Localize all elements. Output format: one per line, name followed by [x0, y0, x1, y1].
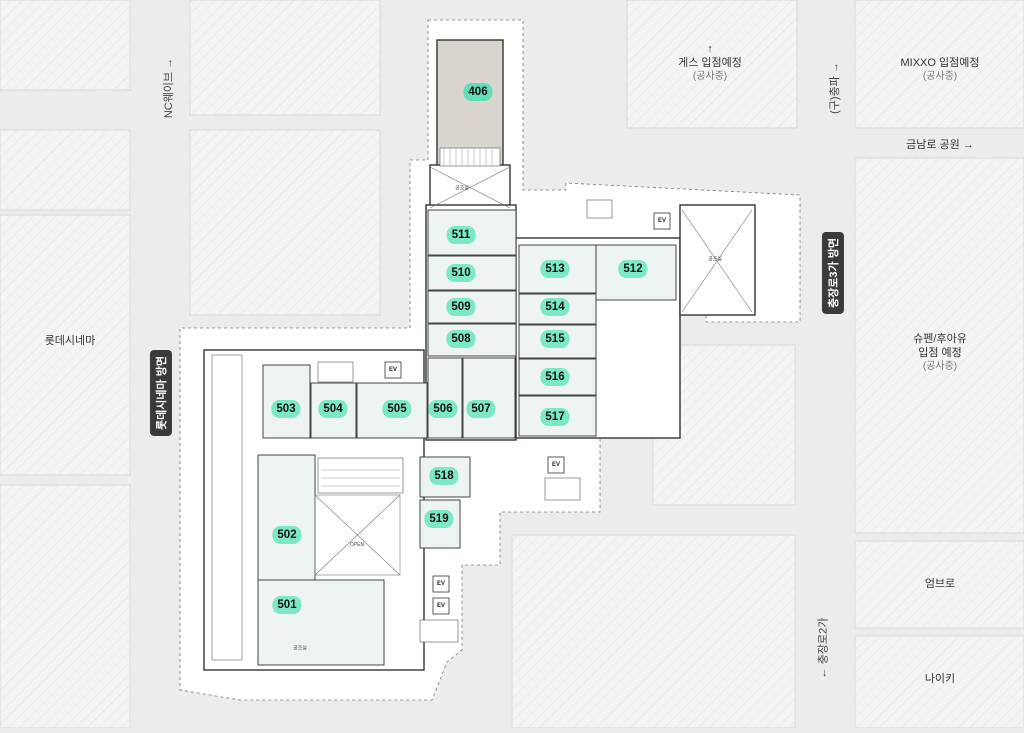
unit-513[interactable]: 513	[540, 260, 570, 278]
unit-514[interactable]: 514	[540, 298, 570, 316]
unit-511[interactable]: 511	[446, 226, 476, 244]
block-spen	[854, 157, 1024, 534]
unit-502[interactable]: 502	[272, 526, 302, 544]
elevators	[384, 212, 671, 615]
stairs	[317, 147, 613, 643]
ev-5: EV	[436, 603, 446, 609]
block-bottom-center	[511, 534, 796, 729]
arrow-up-icon: ↑	[707, 43, 713, 55]
block-left-2	[0, 129, 131, 211]
stair-lines	[322, 148, 493, 487]
label-nike: 나이키	[924, 673, 956, 685]
void-crosses	[314, 166, 753, 576]
unit-406-area	[436, 39, 504, 168]
block-topleft	[0, 0, 131, 91]
ev-2: EV	[657, 218, 667, 224]
ev-3: EV	[551, 462, 561, 468]
unit-508[interactable]: 508	[446, 330, 476, 348]
unit-503[interactable]: 503	[271, 400, 301, 418]
unit-406[interactable]: 406	[463, 83, 493, 101]
label-old-chungpa: (구)충파 →	[828, 62, 841, 114]
unit-517[interactable]: 517	[540, 408, 570, 426]
unit-512[interactable]: 512	[618, 260, 648, 278]
block-left-bottom	[0, 484, 131, 729]
unit-519[interactable]: 519	[424, 510, 454, 528]
block-umbro	[854, 540, 1024, 629]
block-lotte-cinema	[0, 214, 131, 476]
label-lotte-cinema: 롯데시네마	[44, 335, 96, 347]
label-chungjangro2: ← 충장로2가	[817, 617, 830, 679]
unit-509[interactable]: 509	[446, 298, 476, 316]
unit-504[interactable]: 504	[318, 400, 348, 418]
unit-506[interactable]: 506	[428, 400, 458, 418]
label-mixxo: MIXXO 입점예정 (공사중)	[900, 57, 980, 82]
unit-510[interactable]: 510	[446, 264, 476, 282]
label-geumnam-park: 금남로 공원 →	[906, 139, 974, 151]
room-label-bottom: 공조실	[293, 645, 307, 652]
unit-515[interactable]: 515	[540, 330, 570, 348]
label-umbro: 엄브로	[924, 578, 956, 590]
unit-507[interactable]: 507	[466, 400, 496, 418]
ev-1: EV	[388, 367, 398, 373]
block-mixxo	[854, 0, 1024, 129]
unit-501[interactable]: 501	[272, 596, 302, 614]
unit-rooms	[257, 209, 677, 666]
label-spen: 슈펜/후아유 입점 예정 (공사중)	[913, 333, 967, 372]
block-center-left	[189, 129, 381, 316]
block-guess	[626, 0, 798, 129]
open-void-label: OPEN	[349, 542, 365, 548]
room-label-top: 공조실	[455, 185, 469, 192]
tag-lotte-direction: 롯데시네마 방면	[149, 350, 172, 436]
ev-4: EV	[436, 581, 446, 587]
block-nike	[854, 635, 1024, 729]
block-top-center	[189, 0, 381, 116]
unit-505[interactable]: 505	[382, 400, 412, 418]
tag-chungjang3-direction: 충장로3가 방면	[821, 232, 844, 314]
unit-518[interactable]: 518	[429, 467, 459, 485]
west-corridor	[211, 354, 243, 661]
room-label-east: 공조실	[708, 256, 722, 263]
label-nc-wave: NC웨이브 →	[163, 57, 176, 119]
label-guess: ↑ 게스 입점예정 (공사중)	[660, 42, 760, 84]
unit-516[interactable]: 516	[540, 368, 570, 386]
